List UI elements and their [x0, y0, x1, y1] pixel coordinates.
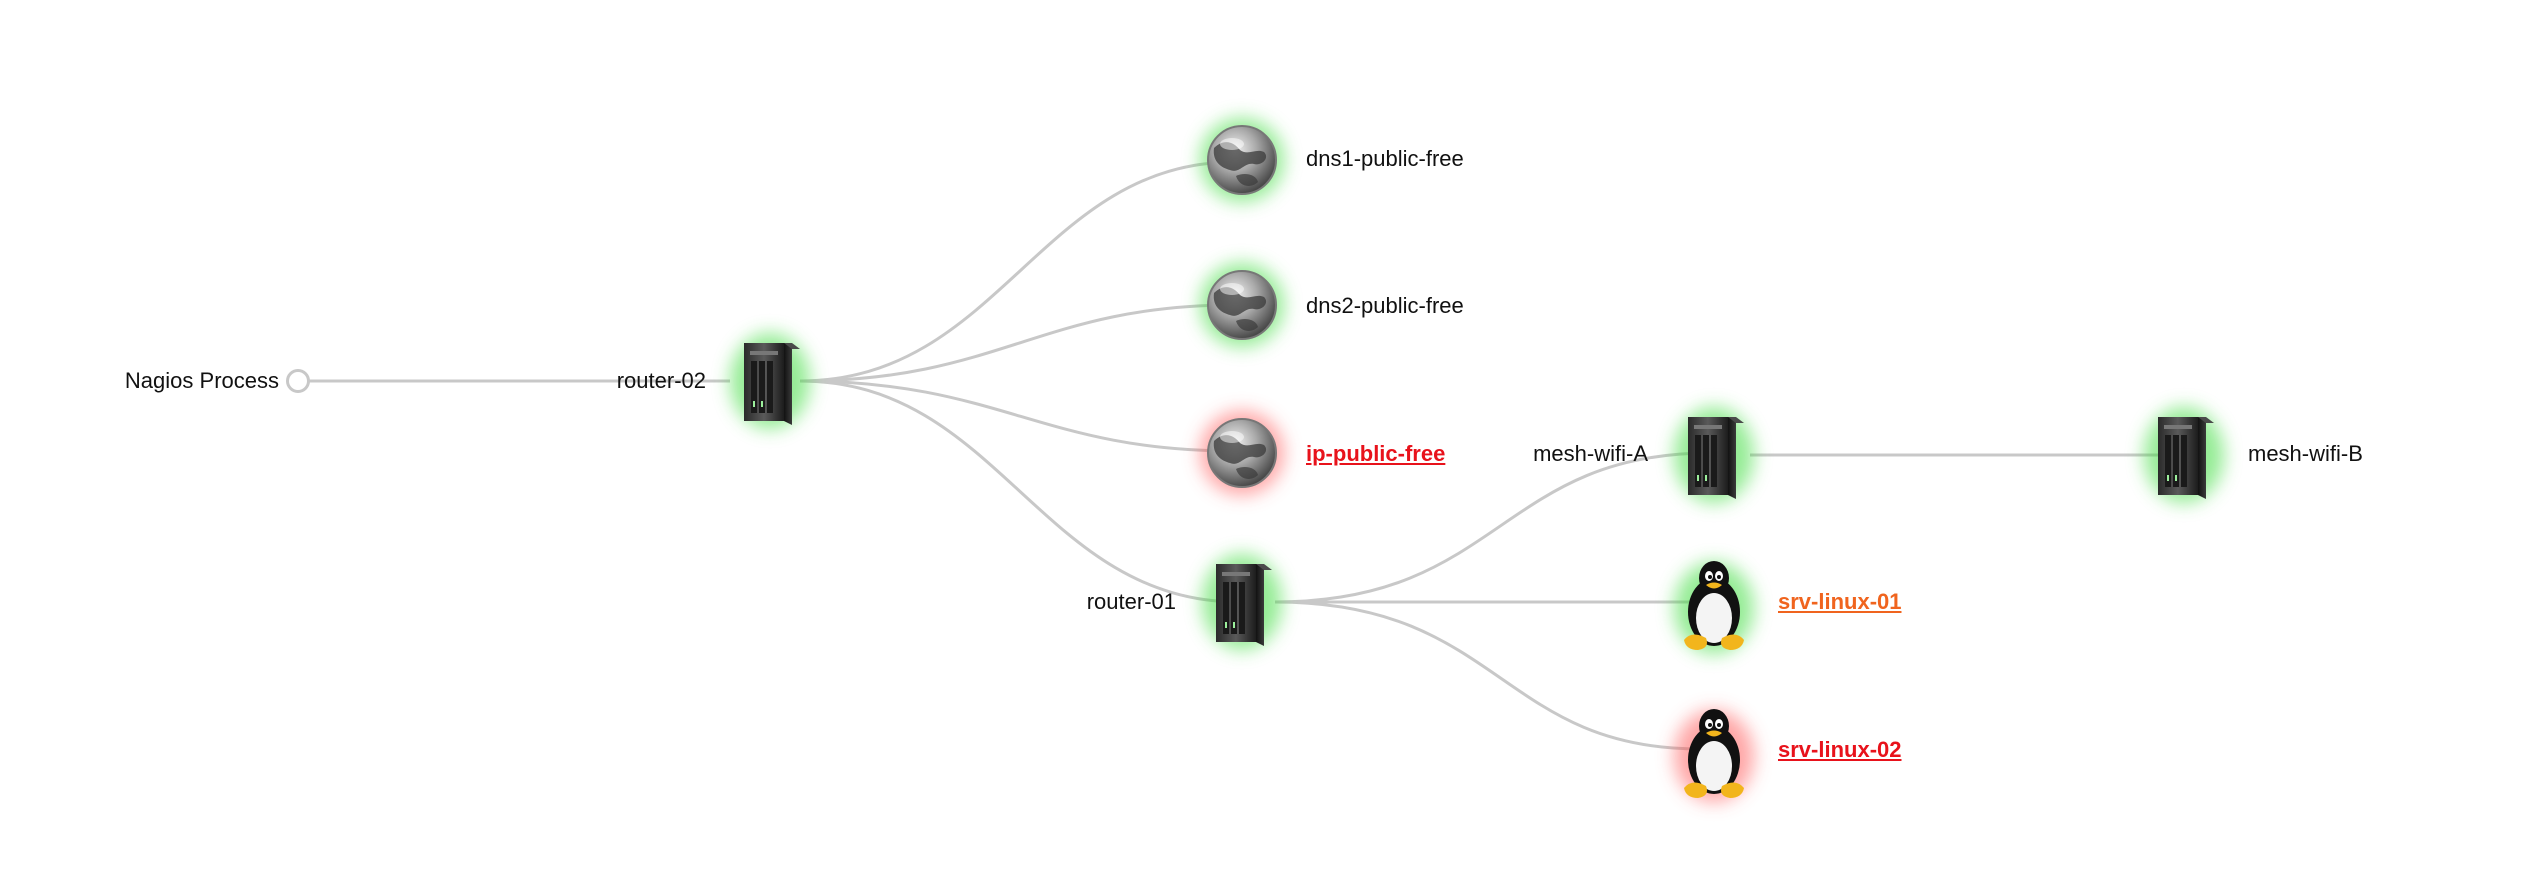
globe-icon	[1207, 125, 1277, 195]
linux-penguin-icon	[1684, 561, 1744, 650]
label-router-02[interactable]: router-02	[616, 368, 706, 393]
label-srv-linux-02[interactable]: srv-linux-02	[1778, 737, 1902, 762]
node-router-01-icon[interactable]	[1202, 554, 1282, 650]
linux-penguin-icon	[1684, 709, 1744, 798]
link-router02-router01	[799, 379, 1241, 604]
label-mesh-wifi-a[interactable]: mesh-wifi-A	[1533, 441, 1648, 466]
links	[308, 160, 2180, 751]
node-dns2-public-free-icon[interactable]	[1200, 263, 1284, 347]
link-router02-dns1	[799, 160, 1236, 383]
server-icon	[2158, 417, 2214, 499]
server-icon	[744, 343, 800, 425]
node-mesh-wifi-b-icon[interactable]	[2144, 407, 2224, 503]
label-dns2-public-free[interactable]: dns2-public-free	[1306, 293, 1464, 318]
node-mesh-wifi-a-icon[interactable]	[1674, 407, 1754, 503]
nagios-process-node[interactable]	[286, 369, 310, 393]
link-router02-dns2	[799, 303, 1236, 383]
server-icon	[1216, 564, 1272, 646]
node-srv-linux-01-icon[interactable]	[1674, 561, 1754, 654]
label-router-01[interactable]: router-01	[1086, 589, 1176, 614]
label-mesh-wifi-b[interactable]: mesh-wifi-B	[2248, 441, 2363, 466]
server-icon	[1688, 417, 1744, 499]
link-router01-meshA	[1274, 451, 1711, 604]
globe-icon	[1207, 270, 1277, 340]
link-router01-srv02	[1274, 600, 1701, 751]
node-router-02-icon[interactable]	[730, 333, 810, 429]
node-ip-public-free-icon[interactable]	[1200, 411, 1284, 495]
label-srv-linux-01[interactable]: srv-linux-01	[1778, 589, 1902, 614]
node-dns1-public-free-icon[interactable]	[1200, 118, 1284, 202]
label-nagios-process[interactable]: Nagios Process	[124, 368, 279, 393]
label-dns1-public-free[interactable]: dns1-public-free	[1306, 146, 1464, 171]
link-router02-ippublic	[799, 379, 1236, 453]
node-srv-linux-02-icon[interactable]	[1674, 709, 1754, 802]
globe-icon	[1207, 418, 1277, 488]
label-ip-public-free[interactable]: ip-public-free	[1306, 441, 1446, 466]
